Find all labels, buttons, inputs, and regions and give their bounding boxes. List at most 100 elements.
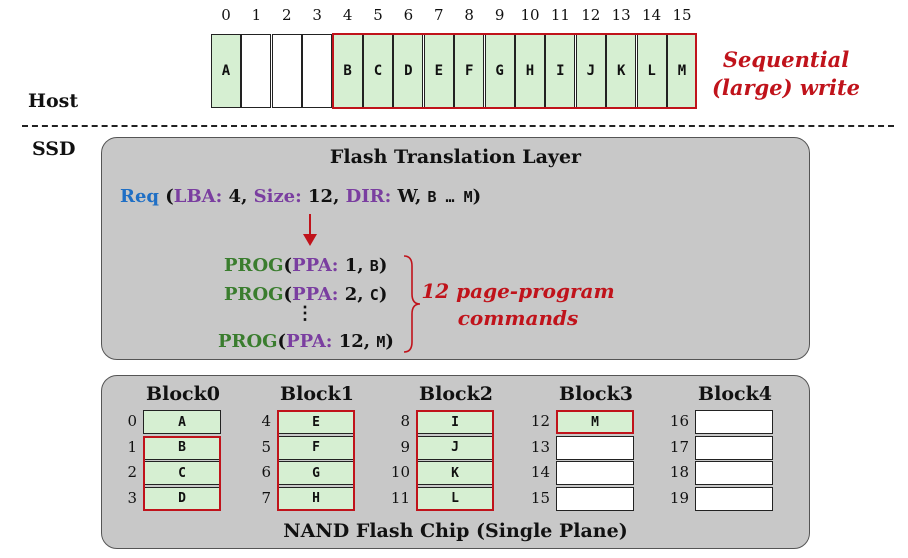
prog-word: PROG: [218, 331, 278, 352]
sequential-annotation-line2: (large) write: [711, 75, 861, 100]
flash-page: [695, 410, 773, 434]
req-range: B … M: [427, 188, 473, 206]
page-number: 19: [669, 488, 689, 507]
req-lba-value: 4,: [222, 186, 254, 207]
block-title: Block0: [146, 383, 220, 405]
sequential-annotation: Sequential (large) write: [706, 46, 866, 102]
flash-page: [556, 435, 634, 460]
flash-page: E: [277, 410, 355, 434]
host-ssd-divider: [22, 125, 894, 127]
prog-command-1: PROG(PPA: 1, B): [224, 255, 388, 276]
lba-index: 9: [494, 6, 505, 24]
page-number: 7: [261, 488, 271, 507]
lba-index: 11: [550, 6, 570, 24]
page-number: 16: [669, 412, 689, 430]
lba-cell: B: [332, 34, 363, 108]
page-program-annotation-line1: 12 page-program: [421, 279, 615, 303]
lba-index: 7: [434, 6, 444, 24]
ftl-panel: [101, 137, 810, 360]
lba-cell: M: [667, 34, 697, 108]
nand-title: NAND Flash Chip (Single Plane): [283, 520, 628, 542]
page-number: 6: [261, 463, 271, 481]
flash-page: G: [277, 461, 355, 485]
host-label: Host: [28, 90, 79, 112]
lba-index: 14: [642, 6, 662, 24]
flash-page: M: [556, 410, 634, 434]
lba-cell: [241, 34, 272, 108]
ppa-key: PPA:: [292, 255, 339, 276]
ftl-title: Flash Translation Layer: [329, 146, 582, 168]
down-arrow-icon: [303, 214, 317, 246]
prog-command-12: PROG(PPA: 12, M): [218, 331, 394, 352]
req-word: Req: [120, 186, 159, 207]
page-number: 15: [530, 488, 550, 507]
req-close: ): [472, 186, 482, 207]
page-number: 8: [400, 412, 410, 430]
page-number: 17: [669, 437, 689, 456]
flash-page: [556, 486, 634, 511]
prog-page: C: [369, 286, 379, 304]
req-lba-key: LBA:: [173, 186, 223, 207]
ppa-value: 1,: [338, 255, 364, 276]
block-title: Block2: [419, 383, 493, 405]
req-size-key: Size:: [253, 186, 302, 207]
lba-cell: L: [636, 34, 667, 108]
block-title: Block1: [280, 383, 354, 405]
programmed-pages-outline: [556, 410, 634, 434]
prog-page: B: [369, 257, 379, 275]
flash-page: [556, 461, 634, 485]
brace-icon: [403, 255, 421, 353]
ppa-key: PPA:: [292, 284, 339, 305]
programmed-pages-outline: [143, 435, 221, 511]
flash-page: [695, 461, 773, 485]
block-title: Block3: [559, 383, 633, 405]
lba-index: 3: [312, 6, 322, 24]
lba-cell: D: [393, 34, 424, 108]
page-number: 11: [390, 488, 410, 507]
lba-index: 1: [251, 6, 262, 24]
vertical-ellipsis: ⋮: [296, 303, 314, 324]
lba-cell: A: [211, 34, 241, 108]
req-dir-key: DIR:: [345, 186, 392, 207]
flash-page: [695, 435, 773, 460]
req-size-value: 12,: [301, 186, 346, 207]
block-title: Block4: [698, 383, 772, 405]
lba-index: 6: [403, 6, 414, 24]
ppa-value: 2,: [338, 284, 364, 305]
lba-index: 2: [282, 6, 292, 24]
page-number: 5: [261, 437, 271, 456]
programmed-pages-outline: [277, 410, 355, 511]
lba-index: 15: [672, 6, 692, 24]
ppa-key: PPA:: [286, 331, 333, 352]
lba-index: 0: [221, 6, 231, 24]
page-number: 10: [390, 463, 410, 481]
ppa-value: 12,: [332, 331, 371, 352]
lba-cell: J: [575, 34, 606, 108]
page-number: 0: [127, 412, 137, 430]
lba-index: 5: [373, 6, 383, 24]
lba-cell: F: [454, 34, 485, 108]
page-number: 2: [127, 463, 137, 481]
lba-index: 12: [581, 6, 601, 24]
page-number: 4: [261, 412, 271, 430]
flash-page: J: [416, 435, 494, 460]
lba-cell: I: [545, 34, 576, 108]
flash-page: C: [143, 461, 221, 485]
lba-index: 4: [342, 6, 353, 24]
flash-page: [695, 486, 773, 511]
lba-cell: H: [515, 34, 545, 108]
page-program-annotation: 12 page-program commands: [418, 278, 618, 332]
request-line: Req (LBA: 4, Size: 12, DIR: W, B … M): [120, 186, 481, 207]
page-number: 13: [530, 437, 550, 456]
lba-cell: [302, 34, 333, 108]
page-number: 12: [530, 412, 550, 430]
prog-word: PROG: [224, 284, 284, 305]
page-number: 14: [530, 463, 550, 481]
lba-cell: [271, 34, 302, 108]
page-number: 9: [400, 437, 410, 456]
ssd-label: SSD: [32, 138, 76, 160]
flash-page: A: [143, 410, 221, 434]
flash-page: F: [277, 435, 355, 460]
lba-cell: E: [423, 34, 454, 108]
sequential-write-highlight: [332, 33, 697, 109]
